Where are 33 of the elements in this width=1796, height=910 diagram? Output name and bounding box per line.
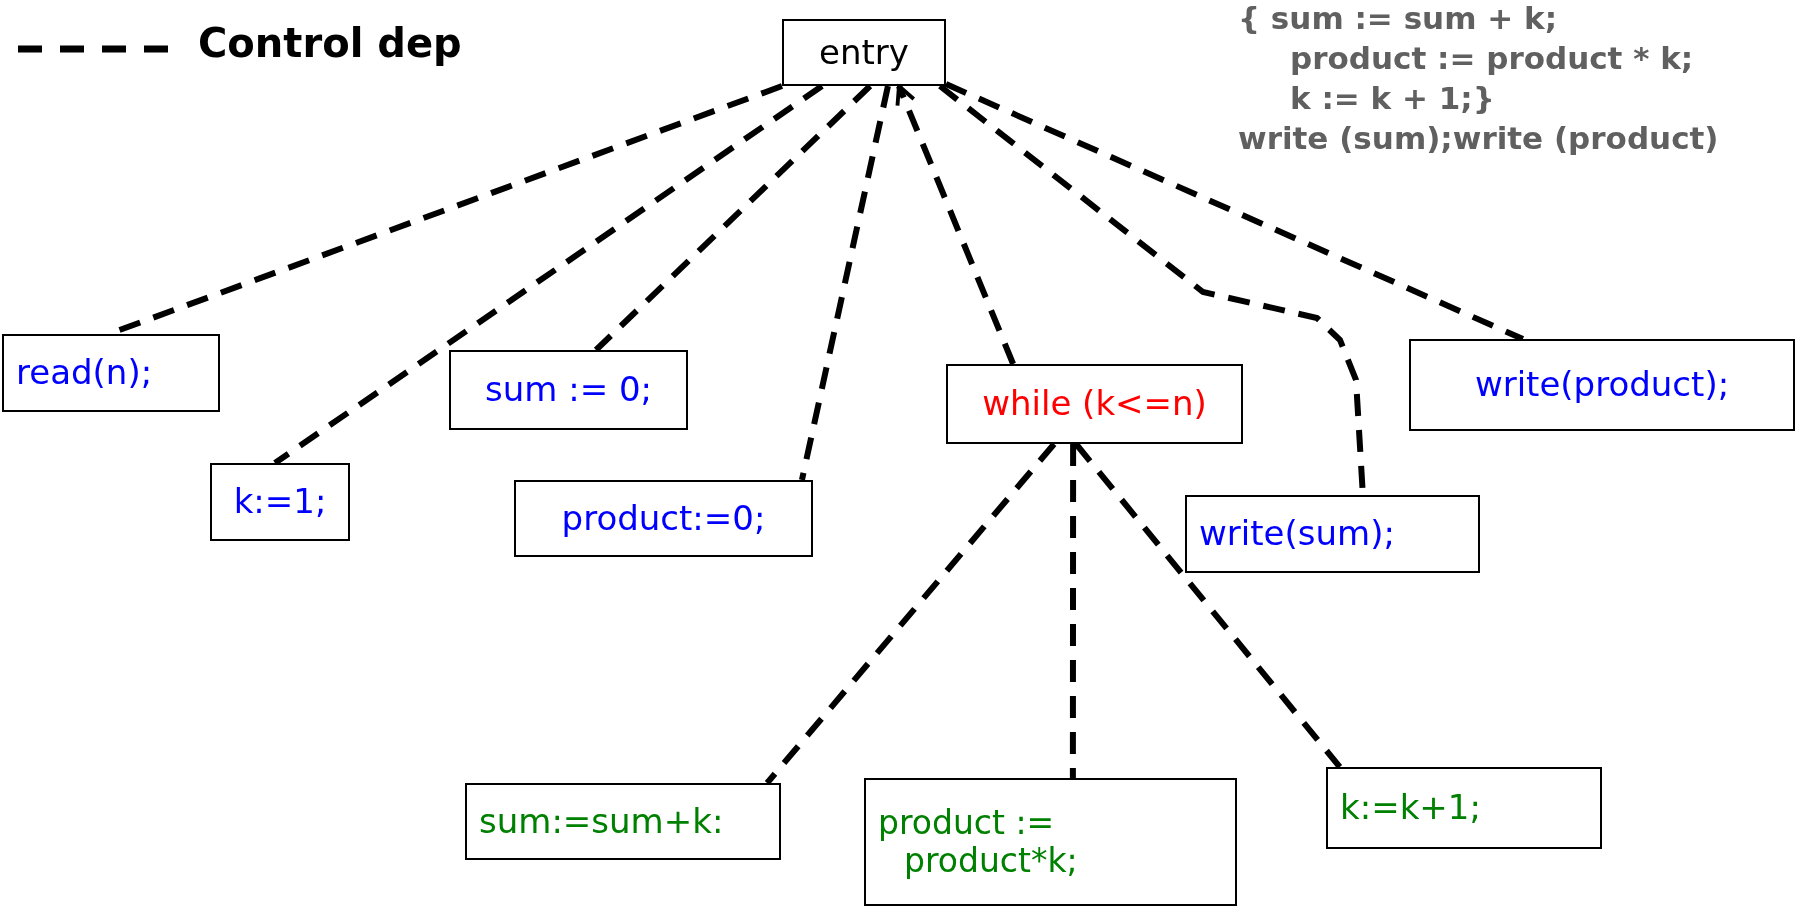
code-text: k := k + 1;} (1290, 80, 1495, 118)
statement-box (1185, 495, 1480, 573)
legend-text: Control dep (198, 20, 462, 66)
statement-box (864, 778, 1237, 906)
statement-text: sum:=sum+k: (479, 801, 724, 842)
code-text: product := product * k; (1290, 40, 1694, 78)
statement-box (449, 350, 688, 430)
code-text: { sum := sum + k; (1238, 0, 1558, 38)
dashed-connector (1069, 444, 1077, 778)
statement-text: k:=1; (233, 482, 327, 522)
statement-box (2, 334, 220, 412)
statement-text: write(sum); (1199, 514, 1395, 554)
statement-box (210, 463, 350, 541)
statement-text: sum := 0; (485, 370, 652, 410)
statement-text: product:=0; (561, 498, 766, 539)
statement-box (782, 19, 946, 86)
dashed-connector (1073, 442, 1343, 769)
dashed-connector (944, 81, 1525, 342)
dashed-connector (895, 84, 1016, 366)
statement-box (514, 480, 813, 557)
statement-text: entry (819, 32, 909, 73)
statement-box (1326, 767, 1602, 849)
statement-box (465, 783, 781, 860)
statement-box (1409, 339, 1795, 431)
statement-box (946, 364, 1243, 444)
statement-text: product := product*k; (878, 804, 1079, 880)
dashed-connector (799, 85, 891, 481)
statement-text: k:=k+1; (1340, 788, 1481, 828)
statement-text: while (k<=n) (982, 384, 1207, 424)
statement-text: write(product); (1474, 365, 1730, 405)
code-text: write (sum);write (product) (1238, 120, 1719, 158)
statement-text: read(n); (16, 353, 153, 393)
dashed-connector (764, 442, 1057, 785)
